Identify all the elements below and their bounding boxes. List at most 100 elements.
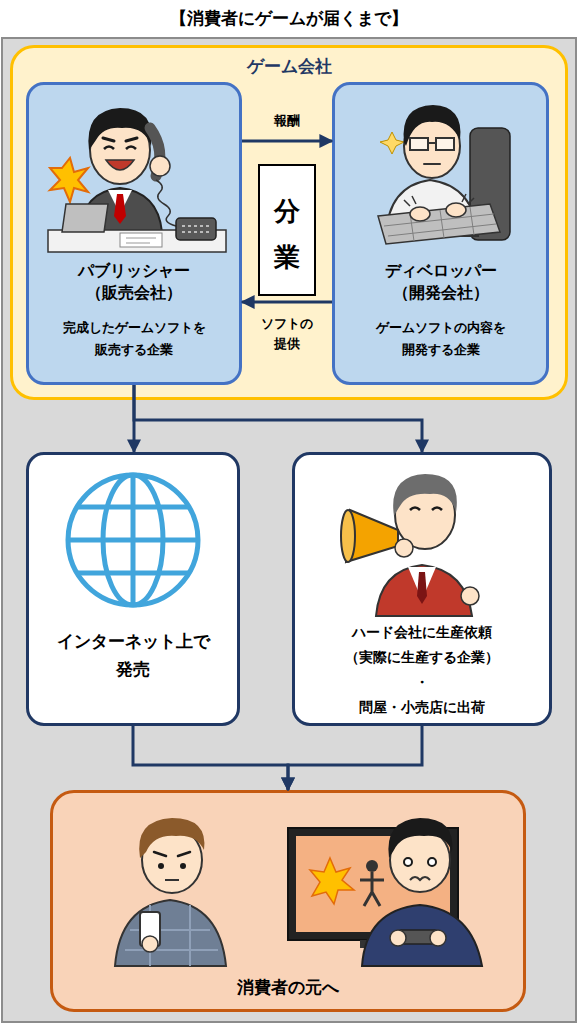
publisher-illustration [48,108,226,252]
consumer-illustration-part [139,818,204,858]
publisher-illustration-part [126,238,156,243]
node-heading: ディベロッパー （開発会社） [366,260,516,304]
consumer-illustration-part [142,936,158,952]
consumer-illustration-part [360,940,390,948]
channel-box: インターネット上で 発売 [26,452,240,726]
publisher-illustration-part [120,233,162,247]
publisher-illustration-part [176,218,216,240]
megaphone-illustration [341,474,479,616]
consumer-illustration-part [115,900,226,966]
developer-illustration-part [404,194,474,206]
consumer-illustration-part [288,828,458,940]
node-text: 完成したゲームソフトを 販売する企業 [47,317,222,361]
megaphone-illustration-part [417,572,427,604]
globe-icon-part [68,475,198,605]
consumer-illustration-part [390,828,450,892]
flow-arrow [242,301,332,304]
consumer-illustration-part [165,879,179,881]
node-heading: インターネット上で 発売 [43,627,223,683]
megaphone-illustration-part [346,510,398,562]
consumer-illustration-part [140,912,160,946]
consumer-illustration-part [125,905,218,966]
megaphone-illustration-part [410,508,442,511]
flow-arrow [133,385,136,452]
publisher-illustration-part [182,226,210,232]
publisher-illustration-part [114,194,126,224]
developer-illustration-part [404,114,460,178]
developer-illustration-part [470,128,510,240]
developer-illustration-part [436,138,454,150]
publisher-illustration-part [50,158,88,202]
gray-panel [2,38,576,1022]
consumer-illustration-part [360,872,384,906]
consumer-illustration-part [404,858,412,866]
developer-illustration-part [386,180,478,236]
publisher-illustration-part [103,138,137,141]
developer-illustration-part [446,203,466,217]
globe-icon-part [68,475,198,605]
publisher-illustration-part [90,116,150,184]
consumer-illustration-part [396,930,440,944]
publisher-illustration-part [88,108,151,150]
division-box: 分業 [258,164,316,296]
publisher-illustration-part [108,190,132,214]
role-box: パブリッシャー （販売会社）完成したゲームソフトを 販売する企業 [26,82,242,385]
consumer-box: 消費者の元へ [50,790,526,1012]
node-text: 問屋・小売店に出荷 [322,695,522,720]
consumer-illustration-part [388,818,452,858]
publisher-illustration-part [104,147,136,150]
diagram-title: 【消費者にゲームが届くまで】 [0,6,578,30]
consumer-illustration-part [362,905,482,966]
publisher-illustration-part [48,230,226,252]
consumer-illustration-part [142,827,202,893]
developer-illustration-part [378,204,500,244]
flow-arrow [134,385,422,452]
megaphone-illustration-part [341,510,355,562]
megaphone-illustration-part [393,474,457,516]
node-text: ゲームソフトの内容を 開発する企業 [353,317,528,361]
megaphone-illustration-part [408,567,436,600]
gray-panel-part [2,38,576,1022]
developer-illustration-part [404,105,461,146]
developer-illustration-part [380,132,404,154]
node-text: ・ [322,670,522,695]
consumer-illustration [115,818,482,966]
flow-arrow [242,140,332,143]
consumer-illustration-part [310,858,354,904]
developer-illustration-part [410,207,430,221]
consumer-illustration-part [180,863,186,869]
globe-icon [68,475,198,605]
flow-arrow [288,726,422,790]
globe-icon-part [103,475,163,605]
publisher-illustration-part [150,156,170,176]
publisher-illustration-part [150,128,160,176]
developer-illustration-part [424,163,440,165]
consumer-illustration-part [410,877,430,880]
developer-illustration-part [428,142,436,144]
megaphone-illustration-part [376,565,472,616]
megaphone-illustration-part [395,481,455,549]
node-heading: ゲーム会社 [179,54,399,78]
megaphone-illustration-part [461,587,479,605]
publisher-illustration-part [62,204,108,232]
node-heading: ハード会社に生産依頼 （実際に生産する企業） [322,620,522,670]
node-heading: 分業 [274,177,300,269]
developer-illustration [378,105,510,244]
flow-arrow [133,726,288,790]
consumer-illustration-part [296,836,450,932]
publisher-illustration-part [106,160,134,170]
consumer-illustration-part [430,930,446,946]
consumer-illustration-part [390,930,406,946]
publisher-illustration-part [156,180,196,230]
developer-illustration-part [384,207,496,241]
role-box: ディベロッパー （開発会社） ゲームソフトの内容を 開発する企業 [332,82,549,385]
channel-box: ハード会社に生産依頼 （実際に生産する企業）・問屋・小売店に出荷 [292,452,552,726]
consumer-illustration-part [366,860,378,872]
group-box: パブリッシャー （販売会社）完成したゲームソフトを 販売する企業ディベロッパー … [10,45,568,400]
consumer-illustration-part [154,852,190,856]
megaphone-illustration-part [395,539,413,557]
node-heading: 消費者の元へ [138,975,438,999]
consumer-illustration-part [428,858,436,866]
